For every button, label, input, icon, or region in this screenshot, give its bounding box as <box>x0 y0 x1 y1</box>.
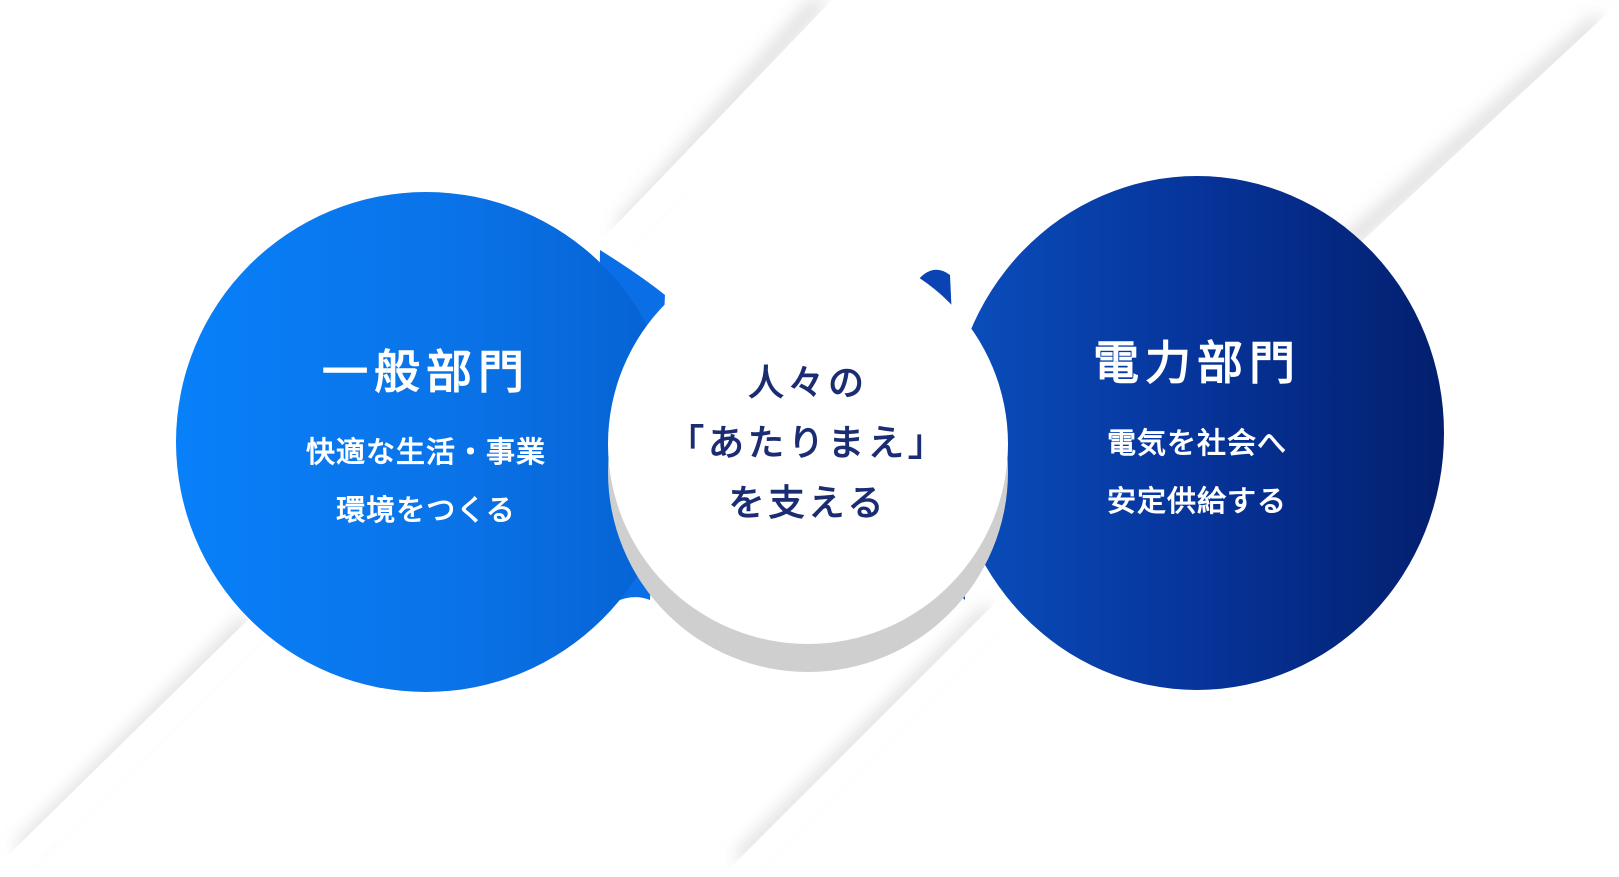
center-message-line-1: 人々の <box>747 363 868 404</box>
general-division-desc-line-2: 環境をつくる <box>336 492 516 527</box>
left-band-edge-top <box>600 0 860 260</box>
left-band-edge-bottom <box>0 606 279 877</box>
right-band-edge-bottom <box>721 596 1019 877</box>
power-division-circle: 電力部門 電気を社会へ 安定供給する <box>950 176 1444 690</box>
general-division-title: 一般部門 <box>322 345 530 400</box>
right-band-shadow-top <box>1336 16 1604 254</box>
power-division-desc: 電気を社会へ 安定供給する <box>1107 414 1287 530</box>
center-message-circle: 人々の 「あたりまえ」 を支える <box>608 244 1008 644</box>
center-message: 人々の 「あたりまえ」 を支える <box>668 354 948 534</box>
center-message-line-3: を支える <box>728 483 888 524</box>
left-band <box>0 0 860 877</box>
power-division-desc-line-1: 電気を社会へ <box>1106 425 1287 460</box>
right-band <box>721 2 1619 877</box>
general-division-circle: 一般部門 快適な生活・事業 環境をつくる <box>176 192 676 692</box>
power-division-desc-line-2: 安定供給する <box>1106 483 1287 518</box>
power-division-title: 電力部門 <box>1093 336 1301 391</box>
general-division-desc-line-1: 快適な生活・事業 <box>305 434 546 469</box>
center-message-line-2: 「あたりまえ」 <box>667 423 948 464</box>
general-division-desc: 快適な生活・事業 環境をつくる <box>306 423 546 539</box>
right-band-edge-top <box>1341 2 1619 280</box>
